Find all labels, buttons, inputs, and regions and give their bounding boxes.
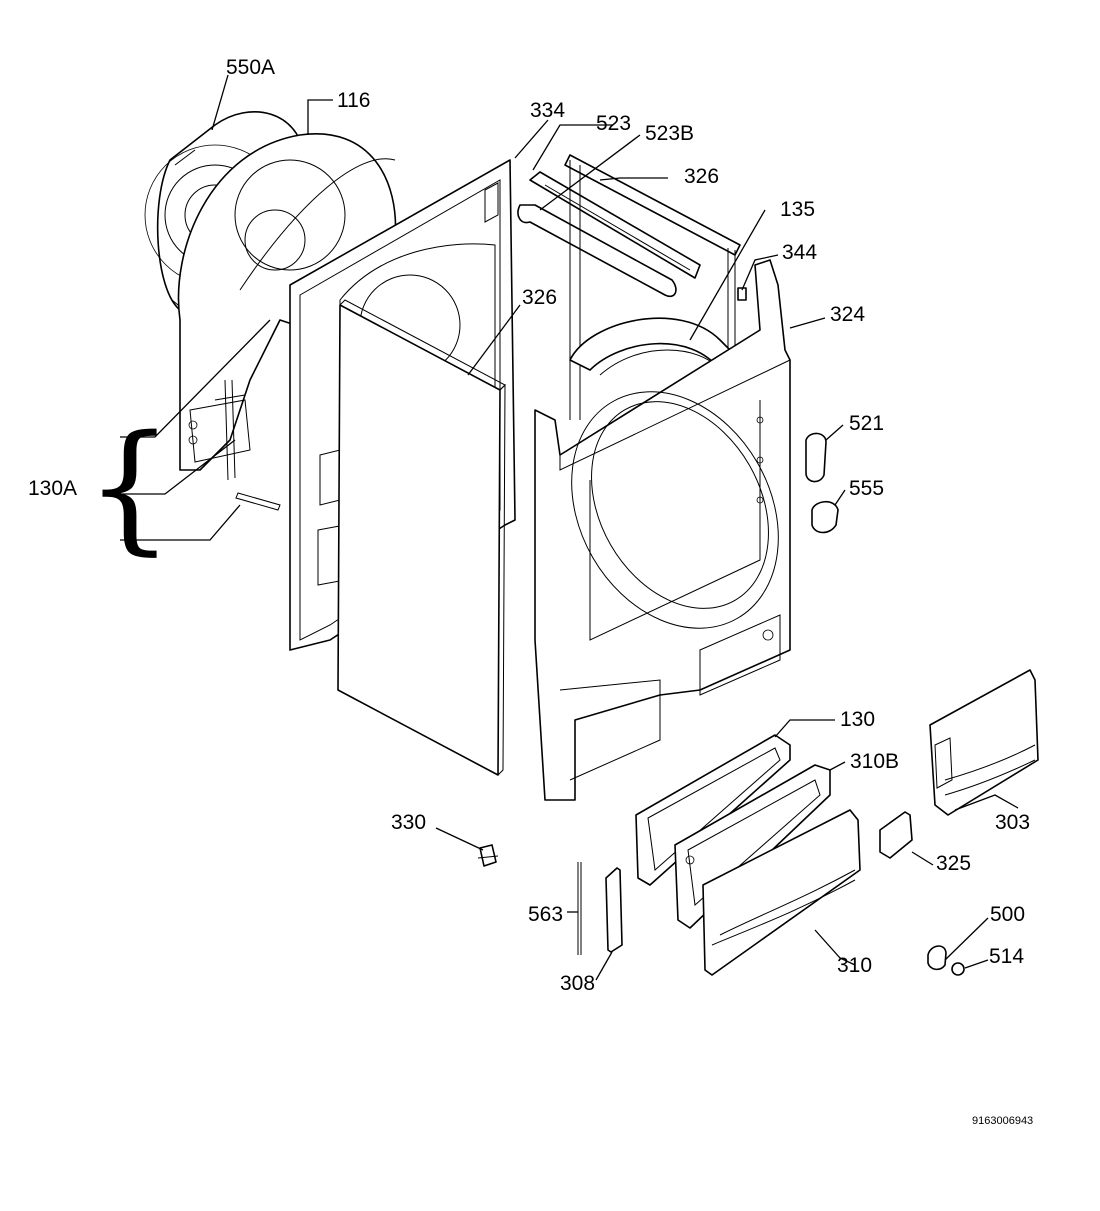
- callout-326-top: 326: [684, 165, 719, 188]
- document-number: 9163006943: [972, 1115, 1033, 1127]
- callout-344: 344: [782, 241, 817, 264]
- part-555-door-catch: [811, 500, 839, 534]
- callout-116: 116: [337, 89, 370, 112]
- callout-303: 303: [995, 811, 1030, 834]
- part-344-clip: [737, 287, 747, 301]
- part-523B-seal-tube: [517, 204, 677, 298]
- leader-lines: [120, 74, 1019, 981]
- part-563-rod: [577, 862, 582, 955]
- part-303-side-plinth: [929, 669, 1039, 816]
- part-116-rear-panel: [177, 133, 397, 471]
- callout-521: 521: [849, 412, 884, 435]
- callout-310B: 310B: [850, 750, 899, 773]
- part-523-top-rail: [529, 171, 701, 279]
- callout-130A: 130A: [28, 477, 77, 500]
- part-500-knob: [927, 945, 947, 971]
- callout-334: 334: [530, 99, 565, 122]
- callout-500: 500: [990, 903, 1025, 926]
- callout-523: 523: [596, 112, 631, 135]
- part-521-button-cap: [805, 432, 827, 483]
- callout-325: 325: [936, 852, 971, 875]
- part-130A-hoses: [214, 379, 281, 511]
- part-324-front-frame: [534, 259, 791, 801]
- callout-135: 135: [780, 198, 815, 221]
- callout-326-mid: 326: [522, 286, 557, 309]
- callout-324: 324: [830, 303, 865, 326]
- callout-555: 555: [849, 477, 884, 500]
- callout-130: 130: [840, 708, 875, 731]
- callout-310: 310: [837, 954, 872, 977]
- part-308-bracket: [605, 867, 623, 953]
- part-514-screw: [951, 962, 965, 976]
- brace-130A: {: [85, 406, 174, 569]
- callout-550A: 550A: [226, 56, 275, 79]
- callout-523B: 523B: [645, 122, 694, 145]
- part-325-hinge: [879, 811, 913, 859]
- callout-labels: 550A 116 334 523 523B 326 135 344 326 32…: [28, 56, 1030, 995]
- callout-308: 308: [560, 972, 595, 995]
- callout-330: 330: [391, 811, 426, 834]
- part-310-plinth: [702, 809, 861, 976]
- callout-563: 563: [528, 903, 563, 926]
- callout-514: 514: [989, 945, 1024, 968]
- part-326-side-cover: [337, 299, 506, 776]
- part-330-foot: [477, 844, 499, 867]
